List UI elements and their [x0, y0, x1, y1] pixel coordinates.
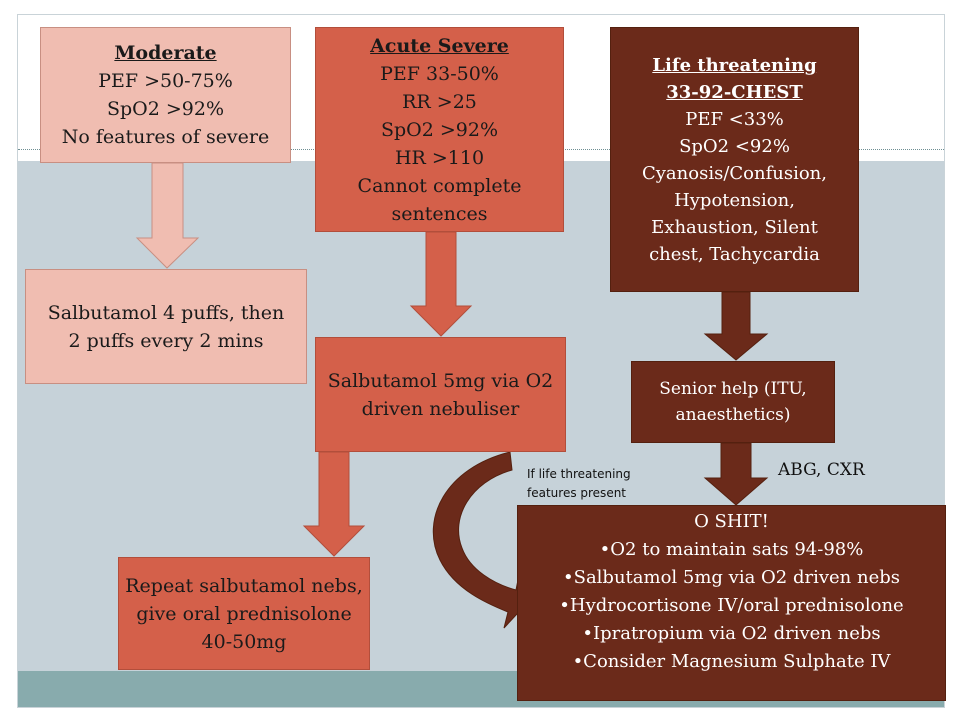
repeat-treatment-line-1: Repeat salbutamol nebs, — [125, 574, 363, 597]
management-item-ipratropium: •Ipratropium via O2 driven nebs — [582, 623, 881, 644]
life-threatening-chest: chest, Tachycardia — [649, 243, 820, 265]
arrow-moderate-to-treatment — [135, 162, 200, 269]
life-threatening-exhaustion: Exhaustion, Silent — [651, 216, 818, 238]
acute-severe-hr: HR >110 — [394, 146, 485, 169]
moderate-no-severe: No features of severe — [61, 126, 270, 148]
nebuliser-line-1: Salbutamol 5mg via O2 — [327, 369, 554, 392]
curved-arrow-to-management — [432, 451, 531, 629]
abg-cxr-label: ABG, CXR — [778, 460, 865, 480]
moderate-title: Moderate — [114, 42, 217, 64]
management-item-hydrocortisone: •Hydrocortisone IV/oral prednisolone — [559, 595, 904, 616]
nebuliser-line-2: driven nebuliser — [361, 397, 520, 420]
senior-help-box: Senior help (ITU, anaesthetics) — [631, 361, 835, 443]
acute-severe-spo2: SpO2 >92% — [380, 118, 499, 141]
repeat-treatment-line-3: 40-50mg — [201, 630, 287, 653]
moderate-treatment-line-1: Salbutamol 4 puffs, then — [47, 301, 285, 324]
life-threatening-title: Life threatening — [652, 54, 817, 76]
note-line-2: features present — [527, 486, 627, 500]
senior-help-line-2: anaesthetics) — [675, 405, 791, 425]
life-threatening-pef: PEF <33% — [685, 108, 784, 130]
repeat-treatment-box: Repeat salbutamol nebs, give oral predni… — [118, 557, 370, 670]
management-item-magnesium: •Consider Magnesium Sulphate IV — [572, 651, 891, 672]
moderate-treatment-line-2: 2 puffs every 2 mins — [68, 329, 264, 352]
moderate-treatment-box: Salbutamol 4 puffs, then 2 puffs every 2… — [25, 269, 307, 384]
management-item-oxygen: •O2 to maintain sats 94-98% — [599, 539, 864, 560]
repeat-treatment-line-2: give oral prednisolone — [136, 602, 352, 625]
life-threatening-box: Life threatening 33-92-CHEST PEF <33% Sp… — [610, 27, 859, 292]
management-box: O SHIT! •O2 to maintain sats 94-98% •Sal… — [517, 505, 946, 701]
acute-severe-box: Acute Severe PEF 33-50% RR >25 SpO2 >92%… — [315, 27, 564, 232]
acute-severe-title: Acute Severe — [370, 34, 509, 57]
acute-severe-sentences-2: sentences — [391, 202, 488, 225]
note-line-1: If life threatening — [527, 467, 631, 481]
moderate-spo2: SpO2 >92% — [106, 98, 225, 120]
arrow-nebuliser-to-repeat — [302, 451, 366, 557]
life-threatening-spo2: SpO2 <92% — [679, 135, 790, 157]
moderate-pef: PEF >50-75% — [98, 70, 233, 92]
acute-severe-sentences-1: Cannot complete — [357, 174, 522, 197]
acute-severe-rr: RR >25 — [402, 90, 477, 113]
management-item-salbutamol: •Salbutamol 5mg via O2 driven nebs — [563, 567, 900, 588]
life-threatening-hypotension: Hypotension, — [674, 189, 795, 211]
arrow-senior-help-to-management — [703, 442, 769, 506]
nebuliser-box: Salbutamol 5mg via O2 driven nebuliser — [315, 337, 566, 452]
life-threatening-mnemonic: 33-92-CHEST — [666, 81, 803, 103]
senior-help-line-1: Senior help (ITU, — [659, 379, 807, 399]
arrow-life-threatening-to-senior-help — [703, 291, 769, 361]
management-title: O SHIT! — [694, 511, 769, 532]
acute-severe-pef: PEF 33-50% — [380, 62, 499, 85]
moderate-box: Moderate PEF >50-75% SpO2 >92% No featur… — [40, 27, 291, 163]
life-threatening-cyanosis: Cyanosis/Confusion, — [641, 162, 827, 184]
arrow-severe-to-nebuliser — [409, 231, 473, 337]
life-threatening-note: If life threatening features present — [527, 465, 631, 503]
